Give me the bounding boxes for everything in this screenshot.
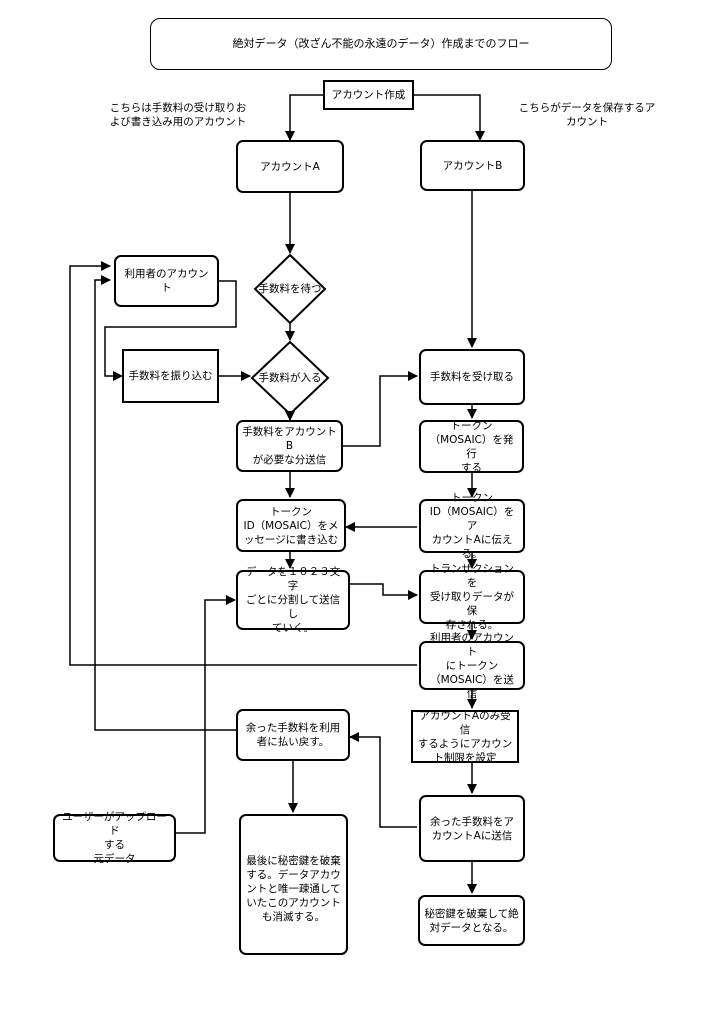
flow-title: 絶対データ（改ざん不能の永遠のデータ）作成までのフロー: [150, 18, 612, 70]
edge-sendrest-to-refund: [349, 732, 417, 828]
edge-upload-to-split: [176, 595, 236, 834]
user-account-box: 利用者のアカウント: [114, 255, 219, 307]
final-box: 秘密鍵を破棄して絶 対データとなる。: [418, 895, 525, 946]
destroy-key-end-box: 最後に秘密鍵を破棄 する。データアカウ ントと唯一疎通して いたこのアカウント …: [239, 814, 348, 955]
note-account-b: こちらがデータを保存するア カウント: [518, 102, 656, 128]
split-send-box: データを１０２３文字 ごとに分割して送信し ていく。: [236, 566, 350, 634]
receive-fee-box: 手数料を受け取る: [419, 349, 525, 405]
edge-create-to-b: [414, 94, 485, 141]
account-b-box: アカウントB: [420, 140, 525, 191]
refund-box: 余った手数料を利用 者に払い戻す。: [236, 709, 350, 761]
fee-arrives-label: 手数料が入る: [258, 372, 322, 384]
issue-token-box: トークン （MOSAIC）を発行 する: [419, 420, 524, 474]
wait-fee-label: 手数料を待つ: [258, 283, 322, 295]
tell-token-id-box: トークン ID（MOSAIC）をア カウントAに伝える。: [419, 492, 525, 560]
edge-user-to-pay: [104, 280, 237, 381]
save-data-box: トランザクションを 受け取りデータが保 存される。: [419, 563, 525, 631]
restrict-a-box: アカウントAのみ受信 するようにアカウン ト制限を設定: [411, 710, 519, 764]
edge-split-to-save: [350, 583, 418, 600]
write-token-id-box: トークン ID（MOSAIC）をメ ッセージに書き込む: [236, 499, 346, 552]
edge-refund-to-user: [94, 275, 236, 731]
send-token-user-box: 利用者のアカウント にトークン （MOSAIC）を送信: [419, 632, 525, 700]
edge-sendb-to-receive: [343, 371, 418, 447]
edge-sendtoken-to-user: [69, 261, 417, 666]
note-account-a: こちらは手数料の受け取りお よび書き込み用のアカウント: [109, 102, 247, 128]
send-rest-a-box: 余った手数料をア カウントAに送信: [419, 795, 525, 862]
edge-create-to-a: [285, 94, 323, 141]
create-account-box: アカウント作成: [323, 80, 414, 110]
account-a-box: アカウントA: [236, 140, 344, 193]
upload-box: ユーザーがアップロード する 元データ: [53, 811, 176, 865]
pay-fee-box: 手数料を振り込む: [122, 349, 219, 403]
send-to-b-box: 手数料をアカウントB が必要な分送信: [236, 420, 343, 472]
